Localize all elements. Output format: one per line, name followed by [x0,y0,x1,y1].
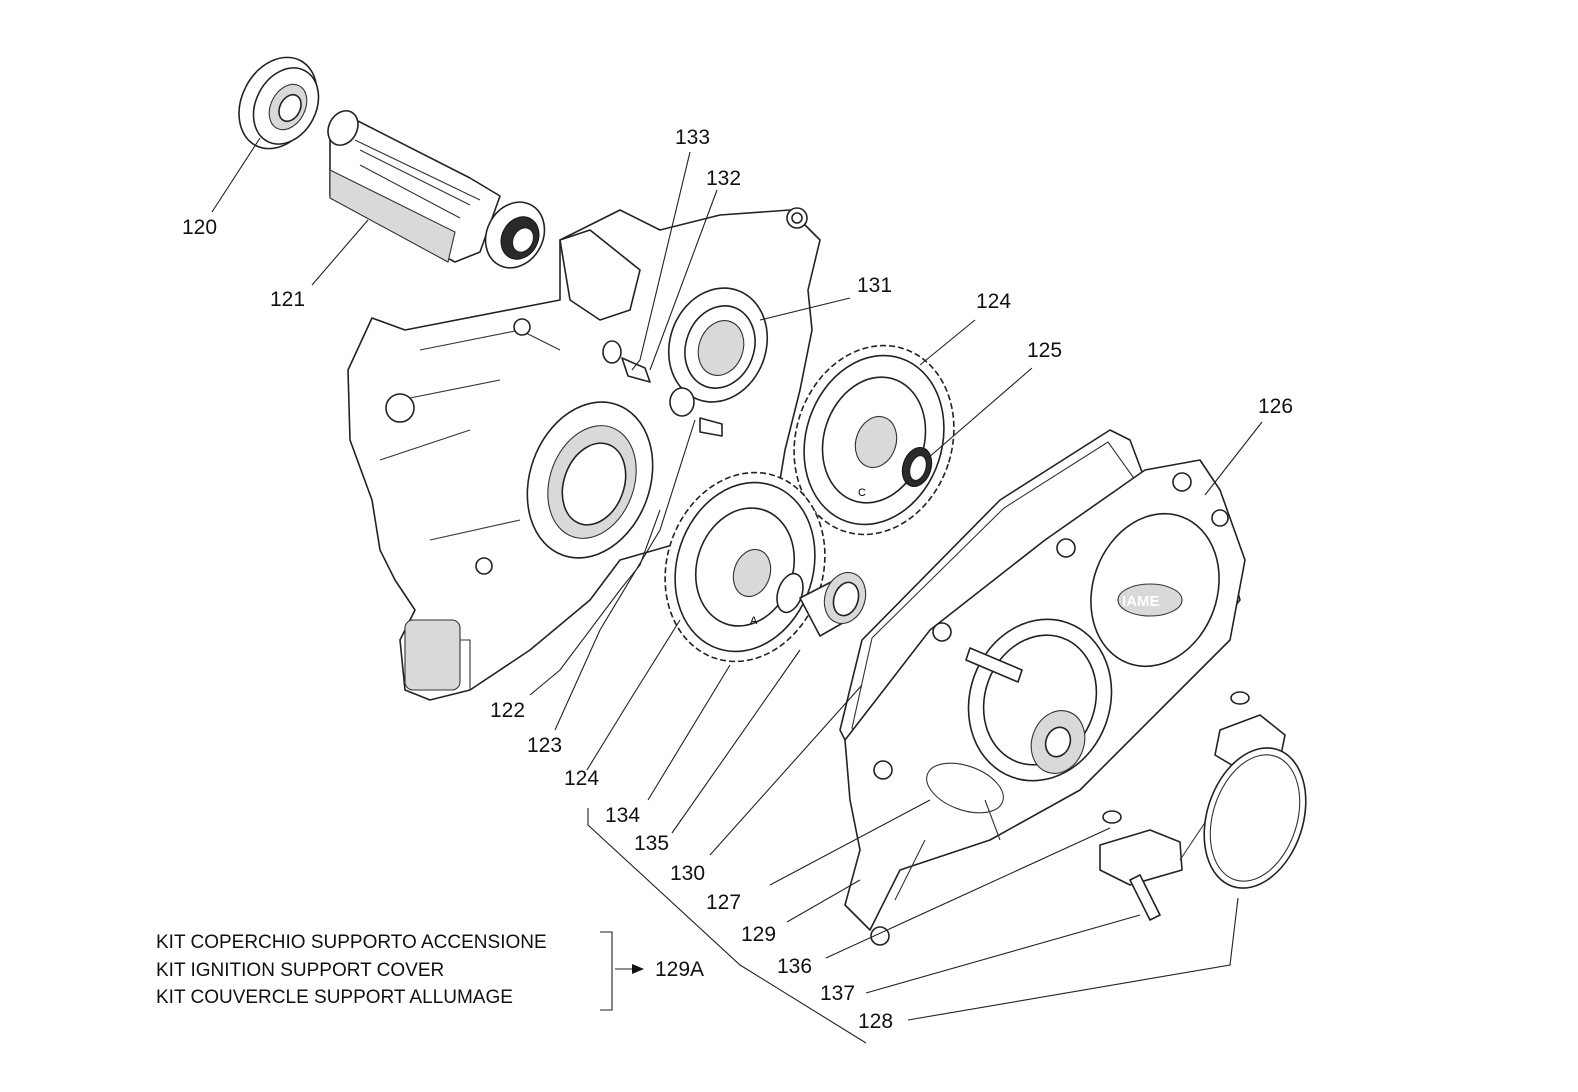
callout-121: 121 [270,288,306,311]
callout-137: 137 [820,982,856,1005]
ring-128 [1203,747,1307,889]
cover-logo: IAME [1122,593,1160,610]
callout-130: 130 [670,862,706,885]
kit-label-french: KIT COUVERCLE SUPPORT ALLUMAGE [156,987,513,1008]
ignition-cover-126: IAME [844,459,1246,946]
kit-label-english: KIT IGNITION SUPPORT COVER [156,960,445,981]
callout-129a: 129A [655,958,705,981]
callout-125: 125 [1027,339,1063,362]
circlip-125 [901,446,933,488]
callout-122: 122 [490,699,526,722]
callout-129: 129 [741,923,777,946]
callout-126: 126 [1258,395,1294,418]
small-parts-131-132-133 [602,340,723,437]
kit-label-italian: KIT COPERCHIO SUPPORTO ACCENSIONE [156,932,547,953]
callout-133: 133 [675,126,711,149]
kit-bracket [600,931,644,1011]
callout-127: 127 [706,891,742,914]
shaft-121 [327,110,546,269]
callout-124-upper: 124 [976,290,1012,313]
leader-lines [211,137,1263,1044]
bearing-120 [238,56,320,150]
callout-128: 128 [858,1010,894,1033]
callout-136: 136 [777,955,813,978]
gear-mark-a: A [750,615,758,627]
o-ring-127 [926,762,1004,814]
callout-134: 134 [605,804,641,827]
crankcase-half-122 [347,207,821,701]
callout-120: 120 [182,216,218,239]
callout-124-lower: 124 [564,767,600,790]
callout-131: 131 [857,274,893,297]
callout-123: 123 [527,734,563,757]
callout-132: 132 [706,167,742,190]
ring-134-bushing-135 [776,571,867,637]
callout-135: 135 [634,832,670,855]
gear-mark-c: C [858,487,866,499]
